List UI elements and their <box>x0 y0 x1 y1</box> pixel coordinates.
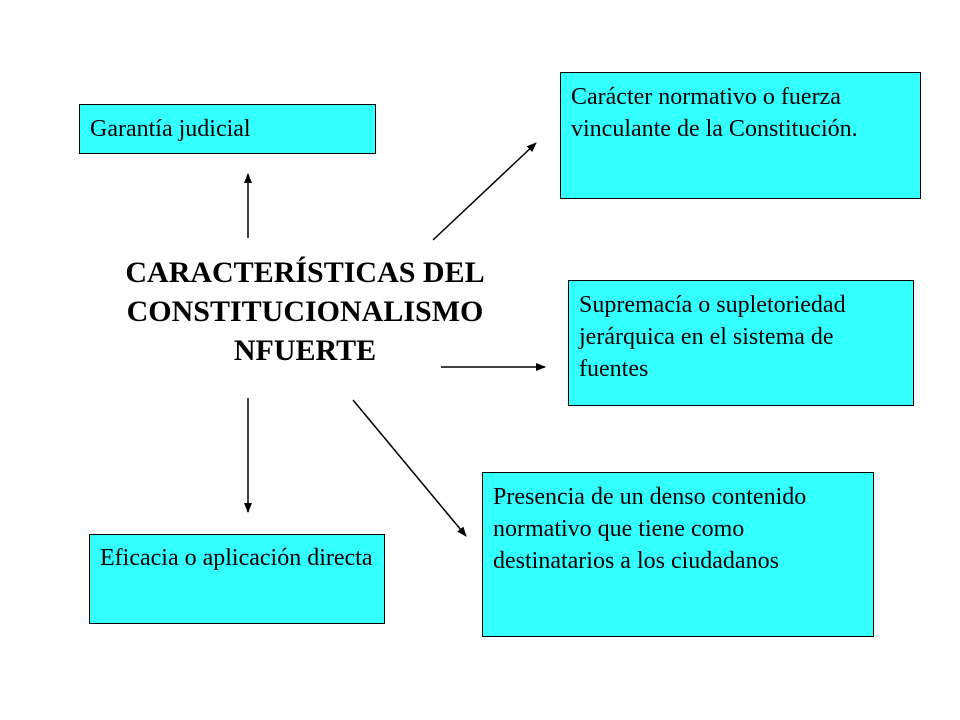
box-caracter-normativo: Carácter normativo o fuerza vinculante d… <box>560 72 921 199</box>
center-title-line-1: CARACTERÍSTICAS DEL <box>125 256 485 289</box>
box-presencia-contenido: Presencia de un denso contenido normativ… <box>482 472 874 637</box>
center-title-line-2: CONSTITUCIONALISMO <box>126 295 484 328</box>
box-garantia-judicial: Garantía judicial <box>79 104 376 154</box>
arrow-to-caracter <box>432 142 537 241</box>
center-title-line-3: NFUERTE <box>233 334 377 367</box>
box-eficacia-directa: Eficacia o aplicación directa <box>89 534 385 624</box>
center-title: CARACTERÍSTICAS DEL CONSTITUCIONALISMO N… <box>60 253 550 370</box>
arrow-to-presencia <box>352 399 467 537</box>
box-supremacia: Supremacía o supletoriedad jerárquica en… <box>568 280 914 406</box>
